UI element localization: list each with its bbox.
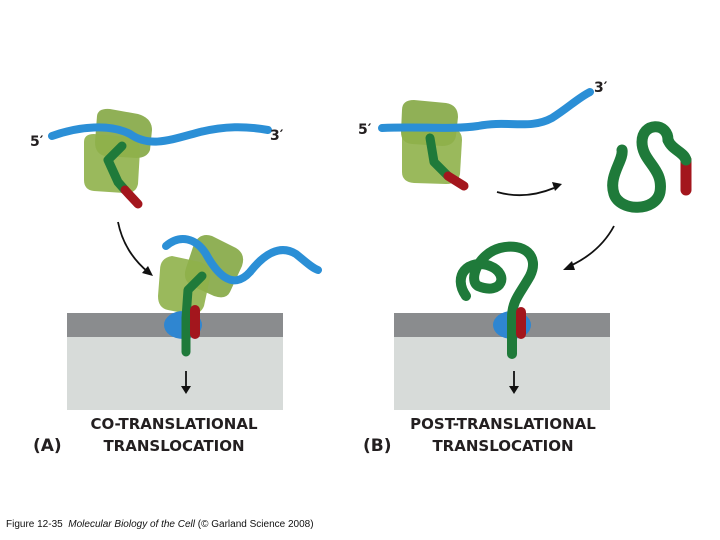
lumen-a	[67, 337, 283, 410]
down-arrow-head-a	[181, 386, 191, 394]
three-prime-label-b: 3′	[594, 80, 608, 96]
arrow-release-head-b	[552, 182, 562, 191]
inserted-protein-b	[455, 241, 538, 359]
panel-title-b-line1: POST-TRANSLATIONAL	[410, 415, 596, 433]
figure-caption: Figure 12-35 Molecular Biology of the Ce…	[6, 519, 314, 530]
panel-a: 5′ 3′ (A) CO-TRANSLATIONAL TRANSLOCATION	[30, 108, 322, 456]
arrow-release-b	[496, 187, 555, 197]
mrna-strand-a-bottom	[162, 235, 322, 285]
panel-b: 5′ 3′ (B) POST-TRANSLATIONAL TRANSLOCATI…	[358, 80, 692, 456]
signal-sequence-a-top	[120, 185, 143, 209]
down-arrow-head-b	[509, 386, 519, 394]
caption-figure-number: Figure 12-35	[6, 519, 63, 530]
panel-letter-a: (A)	[33, 436, 62, 456]
released-protein-b	[607, 121, 674, 213]
ribosome-small-subunit-a-bottom	[158, 256, 211, 315]
released-protein-tail-b	[662, 134, 692, 166]
mrna-strand-b	[378, 88, 594, 132]
panel-title-a-line2: TRANSLOCATION	[103, 437, 244, 455]
mrna-strand-a-top	[48, 123, 272, 146]
nascent-protein-a-bottom	[181, 271, 207, 357]
arrow-curve-a	[117, 221, 149, 273]
nascent-protein-b-top	[425, 133, 453, 181]
arrow-head-a	[142, 266, 153, 276]
five-prime-label-b: 5′	[358, 122, 372, 138]
signal-sequence-b-top	[443, 171, 469, 191]
five-prime-label-a: 5′	[30, 134, 44, 150]
caption-book-title: Molecular Biology of the Cell	[68, 519, 195, 530]
nascent-protein-a-top	[103, 141, 130, 195]
panel-letter-b: (B)	[363, 436, 392, 456]
panel-title-a-line1: CO-TRANSLATIONAL	[90, 415, 258, 433]
arrow-insert-b	[569, 225, 615, 267]
three-prime-label-a: 3′	[270, 128, 284, 144]
lumen-b	[394, 337, 610, 410]
arrow-insert-head-b	[563, 261, 575, 270]
caption-copyright: (© Garland Science 2008)	[197, 519, 314, 530]
panel-title-b-line2: TRANSLOCATION	[432, 437, 573, 455]
